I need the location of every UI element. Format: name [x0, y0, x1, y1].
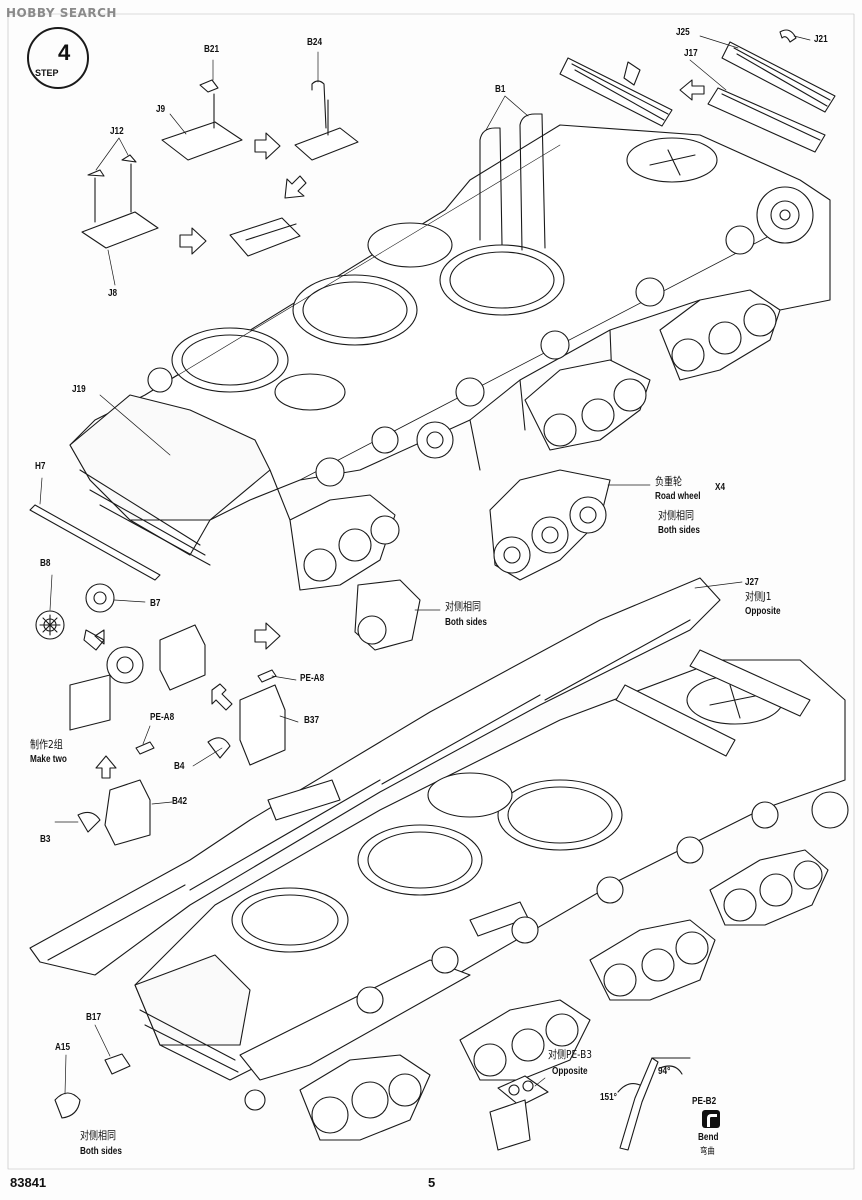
label-b7: B7	[150, 598, 161, 609]
label-b1: B1	[495, 84, 506, 95]
label-j12: J12	[110, 126, 124, 137]
label-pe-a8-2: PE-A8	[150, 712, 175, 723]
label-bend-en: Bend	[698, 1132, 719, 1143]
label-road-wheel-x4: X4	[715, 482, 726, 493]
label-both-sides-en-1: Both sides	[658, 525, 700, 536]
step-number: 4	[58, 40, 71, 65]
upper-hull-assembly	[69, 124, 831, 566]
label-both-sides-cn-2: 对侧相同	[445, 600, 482, 613]
label-j1-opposite-en: Opposite	[745, 606, 781, 617]
label-j21: J21	[814, 34, 828, 45]
label-both-sides-en-3: Both sides	[80, 1146, 122, 1157]
label-b42: B42	[172, 796, 188, 807]
kit-code: 83841	[10, 1175, 47, 1190]
label-b4: B4	[174, 761, 185, 772]
watermark: HOBBY SEARCH	[6, 6, 117, 20]
label-make-two-en: Make two	[30, 754, 67, 765]
label-b37: B37	[304, 715, 320, 726]
left-side-parts	[29, 504, 421, 846]
label-j25: J25	[676, 27, 690, 38]
label-b3: B3	[40, 834, 51, 845]
step-label: STEP	[35, 68, 59, 78]
label-j27: J27	[745, 577, 759, 588]
label-pe-b3-en: Opposite	[552, 1066, 588, 1077]
label-b21: B21	[204, 44, 220, 55]
leader-lines	[39, 35, 811, 1095]
handrail-parts	[479, 113, 546, 251]
label-angle-151: 151°	[600, 1092, 617, 1103]
label-both-sides-cn-3: 对侧相同	[80, 1129, 117, 1142]
label-b24: B24	[307, 37, 323, 48]
label-pe-b2: PE-B2	[692, 1096, 717, 1107]
page-number: 5	[428, 1175, 436, 1190]
exhaust-pipe-parts	[559, 29, 836, 153]
label-j19: J19	[72, 384, 86, 395]
label-bend-cn: 弯曲	[700, 1147, 715, 1157]
bend-icon	[702, 1110, 720, 1128]
label-j1-opposite-cn: 对侧J1	[745, 590, 772, 603]
hatch-parts	[81, 79, 359, 257]
lower-suspension	[244, 791, 849, 1141]
upper-suspension	[147, 186, 814, 591]
label-j9: J9	[156, 104, 166, 115]
label-both-sides-en-2: Both sides	[445, 617, 487, 628]
label-h7: H7	[35, 461, 46, 472]
label-angle-94: 94°	[658, 1066, 671, 1077]
page-border	[7, 13, 855, 1170]
label-b17: B17	[86, 1012, 102, 1023]
label-road-wheel-cn: 负重轮	[655, 475, 683, 488]
label-j8: J8	[108, 288, 118, 299]
label-road-wheel-en: Road wheel	[655, 491, 701, 502]
label-j17: J17	[684, 48, 698, 59]
label-a15: A15	[55, 1042, 71, 1053]
bottom-detail-parts	[54, 1053, 691, 1151]
label-pe-a8-1: PE-A8	[300, 673, 325, 684]
lower-hull-assembly	[29, 577, 846, 1081]
flow-arrows	[83, 79, 705, 779]
step-badge-circle	[27, 27, 89, 89]
label-both-sides-cn-1: 对侧相同	[658, 509, 695, 522]
label-make-two-cn: 制作2组	[30, 738, 63, 751]
label-pe-b3-cn: 对侧PE-B3	[548, 1048, 593, 1061]
label-b8: B8	[40, 558, 51, 569]
